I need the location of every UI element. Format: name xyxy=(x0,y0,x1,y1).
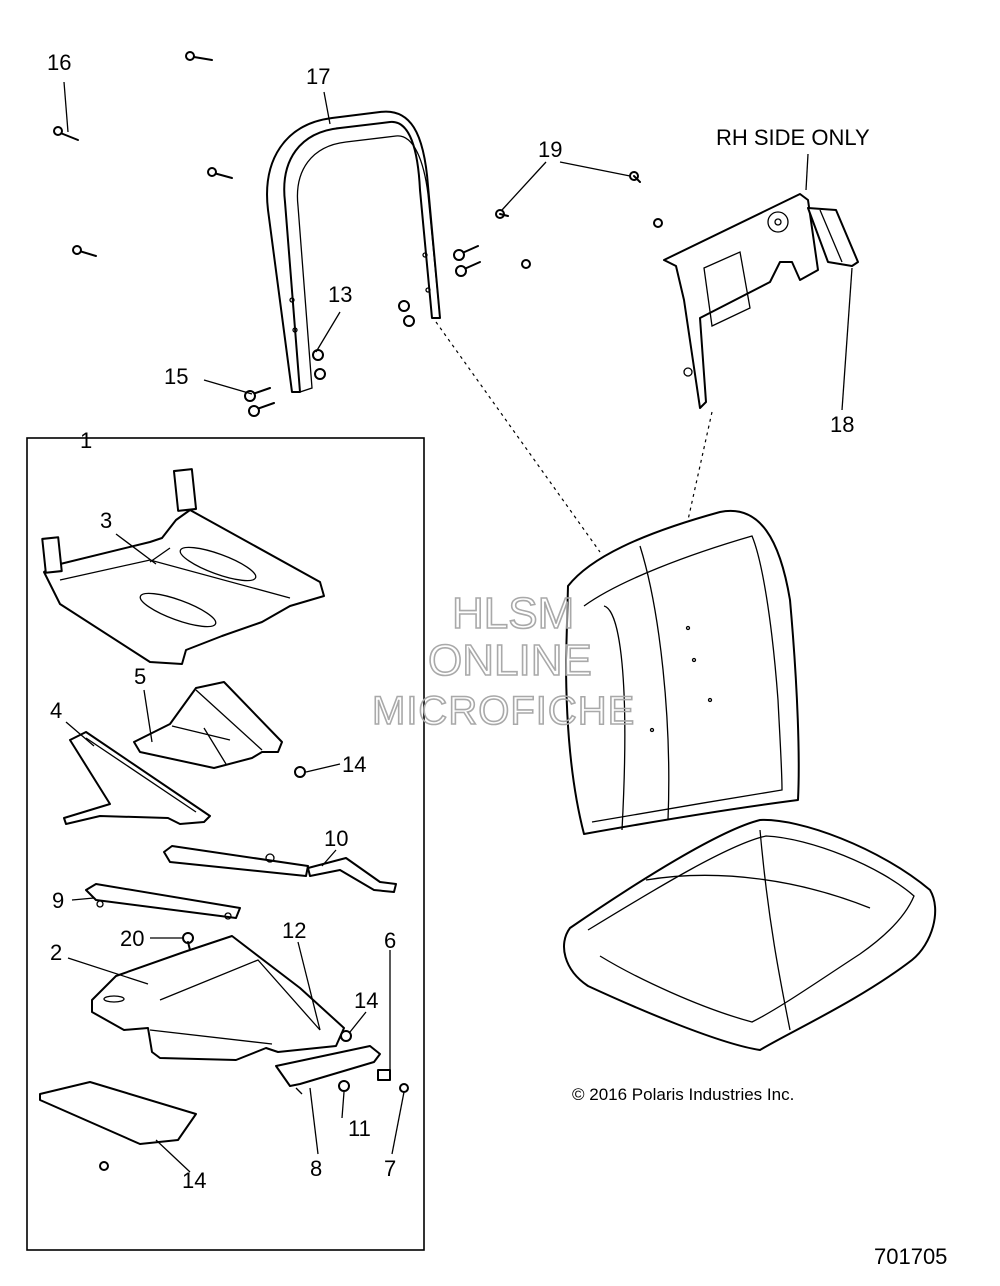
part-17-seat-hoop xyxy=(266,110,441,393)
part-3-seat-plate xyxy=(41,468,325,665)
callout-3: 3 xyxy=(100,508,112,533)
copyright-notice: © 2016 Polaris Industries Inc. xyxy=(572,1085,794,1104)
callout-10: 10 xyxy=(324,826,348,851)
callout-14: 14 xyxy=(354,988,378,1013)
mounting-line xyxy=(435,321,601,553)
mounting-line xyxy=(687,411,713,521)
callout-1: 1 xyxy=(80,428,92,453)
callout-13: 14 xyxy=(182,1168,206,1193)
callout-2: 2 xyxy=(50,940,62,965)
part-2-base-frame xyxy=(91,935,345,1061)
callout-19: 19 xyxy=(538,137,562,162)
callout-8: 8 xyxy=(310,1156,322,1181)
callout-17: 17 xyxy=(306,64,330,89)
callout-20: 20 xyxy=(120,926,144,951)
nut-14-bracket xyxy=(294,766,306,778)
figure-number: 701705 xyxy=(874,1244,947,1269)
callout-14: 14 xyxy=(342,752,366,777)
callout-4: 4 xyxy=(50,698,62,723)
seat-bottom xyxy=(563,818,937,1051)
callout-9: 9 xyxy=(52,888,64,913)
part-5-bracket xyxy=(133,681,283,769)
watermark-line-3: MICROFICHE xyxy=(372,689,635,733)
callout-labels: 16 17 13 15 19 18 1 3 5 4 14 10 9 20 2 1… xyxy=(47,50,854,1193)
callout-6: 6 xyxy=(384,928,396,953)
leader-lines xyxy=(63,81,853,1173)
watermark: HLSM ONLINE MICROFICHE xyxy=(371,588,635,734)
callout-11: 11 xyxy=(348,1116,371,1141)
nut-14-base xyxy=(340,1030,352,1042)
assembly-box-seat-base xyxy=(26,437,425,1251)
screw-group-19 xyxy=(495,171,663,269)
rh-side-only-note: RH SIDE ONLY xyxy=(716,125,870,150)
callout-16: 16 xyxy=(47,50,71,75)
part-18-rh-bracket xyxy=(663,193,859,409)
callout-7: 7 xyxy=(384,1156,396,1181)
watermark-line-1: HLSM xyxy=(452,589,574,638)
part-10-slide-rail xyxy=(163,845,397,893)
callout-15: 15 xyxy=(164,364,188,389)
seat-back xyxy=(565,509,800,835)
callout-14: 13 xyxy=(328,282,352,307)
part-4-rail xyxy=(63,731,211,825)
callout-12: 12 xyxy=(282,918,306,943)
part-20-screw xyxy=(182,932,194,951)
part-8-bracket xyxy=(275,1045,409,1095)
bolt-group-16 xyxy=(53,51,233,257)
callout-5: 5 xyxy=(134,664,146,689)
part-13-cover-panel xyxy=(39,1081,197,1171)
watermark-line-2: ONLINE xyxy=(428,636,592,685)
part-9-slide-rail xyxy=(85,883,241,920)
fastener-group-14-15 xyxy=(244,245,481,417)
callout-18: 18 xyxy=(830,412,854,437)
